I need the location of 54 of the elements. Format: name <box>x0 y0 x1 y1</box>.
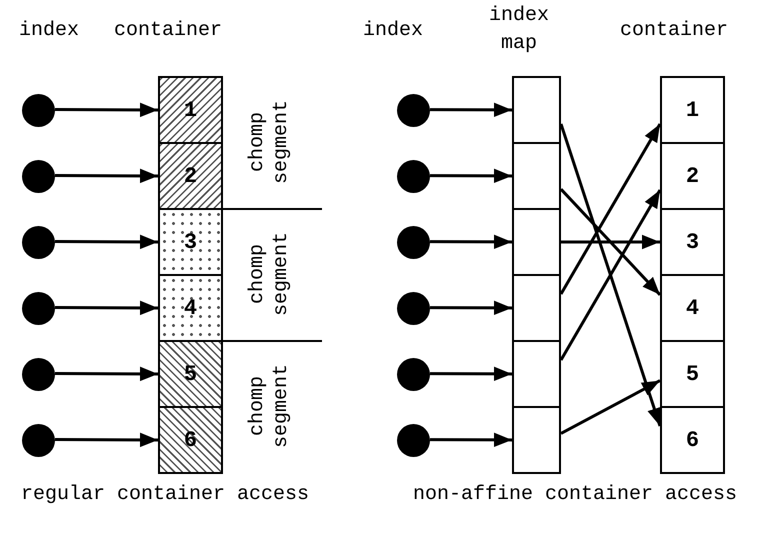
container-cell: 5 <box>660 340 725 408</box>
dot <box>22 226 55 259</box>
container-cell: 4 <box>158 274 223 342</box>
container-cell: 4 <box>660 274 725 342</box>
dot <box>397 226 430 259</box>
arrow <box>55 168 158 184</box>
arrow <box>430 234 512 250</box>
container-cell: 3 <box>660 208 725 276</box>
segment-label: chomp segment <box>245 99 294 186</box>
container-cell: 1 <box>660 76 725 144</box>
arrow <box>560 188 662 296</box>
index-map-cell <box>512 142 561 210</box>
arrow <box>55 432 158 448</box>
dot <box>22 94 55 127</box>
arrow <box>55 300 158 316</box>
arrow <box>560 379 661 435</box>
arrow <box>560 123 662 295</box>
dot <box>397 358 430 391</box>
arrow <box>55 366 158 382</box>
column-heading: index <box>18 18 80 44</box>
arrow <box>430 432 512 448</box>
dot <box>397 94 430 127</box>
index-map-cell <box>512 406 561 474</box>
caption: non-affine container access <box>412 482 738 508</box>
index-map-cell <box>512 340 561 408</box>
segment-label: chomp segment <box>245 363 294 450</box>
index-map-cell <box>512 76 561 144</box>
column-heading: container <box>618 18 730 44</box>
index-map-cell <box>512 208 561 276</box>
arrow <box>430 102 512 118</box>
dot <box>397 160 430 193</box>
dot <box>397 424 430 457</box>
arrow <box>561 234 660 250</box>
caption: regular container access <box>20 482 310 508</box>
container-cell: 3 <box>158 208 223 276</box>
arrow <box>55 234 158 250</box>
dot <box>397 292 430 325</box>
arrow <box>560 124 662 426</box>
dot <box>22 292 55 325</box>
column-heading: index map <box>488 3 550 57</box>
dot <box>22 160 55 193</box>
dot <box>22 358 55 391</box>
arrow <box>560 189 662 361</box>
dot <box>22 424 55 457</box>
arrow <box>430 366 512 382</box>
column-heading: index <box>362 18 424 44</box>
segment-label: chomp segment <box>245 231 294 318</box>
arrow <box>430 168 512 184</box>
container-cell: 2 <box>660 142 725 210</box>
arrow <box>55 102 158 118</box>
container-cell: 6 <box>660 406 725 474</box>
column-heading: container <box>112 18 224 44</box>
index-map-cell <box>512 274 561 342</box>
arrow <box>430 300 512 316</box>
